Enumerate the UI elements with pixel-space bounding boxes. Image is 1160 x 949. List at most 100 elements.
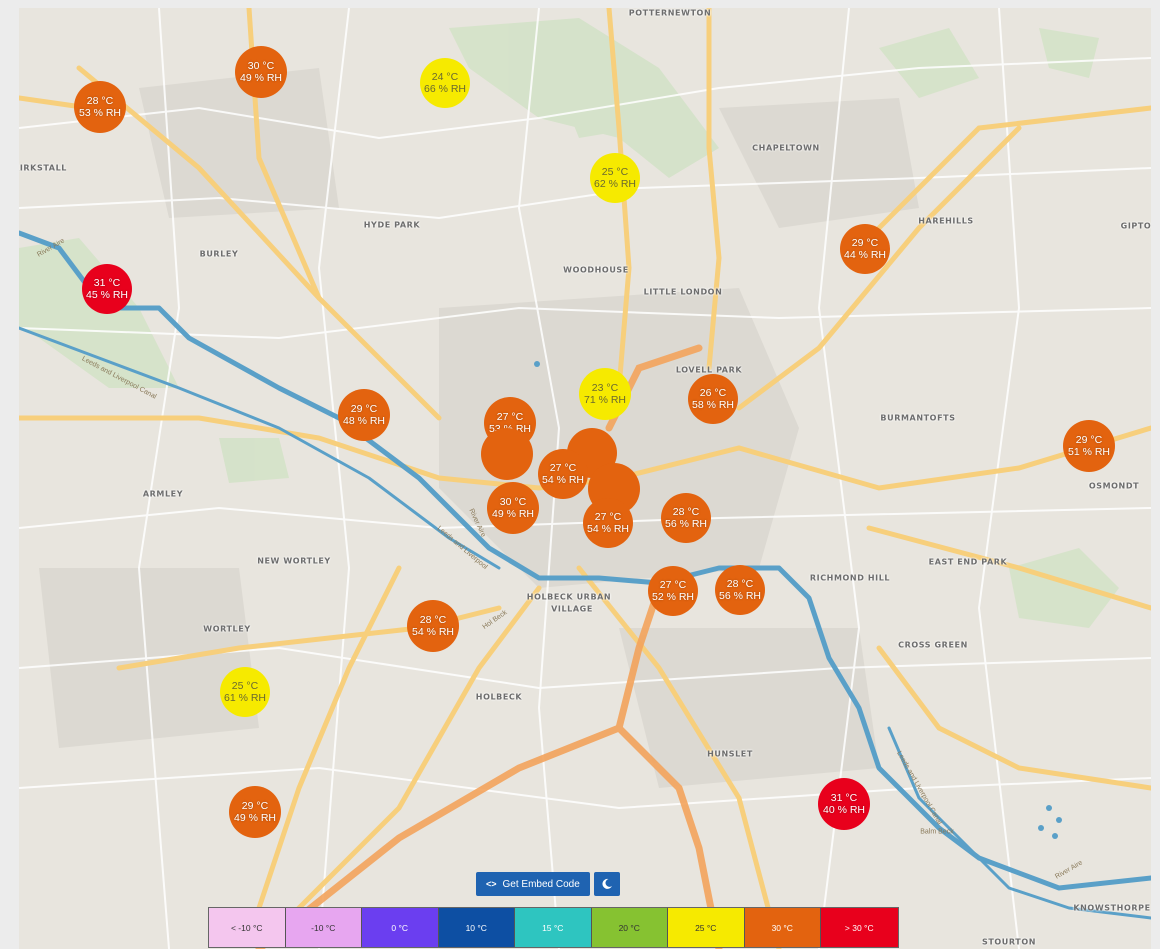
place-label: WOODHOUSE — [563, 265, 629, 275]
sensor-temperature: 28 °C — [726, 578, 754, 590]
sensor-temperature: 24 °C — [431, 71, 459, 83]
sensor-humidity: 53 % RH — [78, 107, 121, 119]
legend-item: 15 °C — [515, 908, 592, 947]
legend-item: 10 °C — [438, 908, 515, 947]
sensor-humidity: 45 % RH — [85, 289, 128, 301]
sensor-humidity: 44 % RH — [843, 249, 886, 261]
place-label: KIRKSTALL — [19, 163, 67, 173]
basemap — [19, 8, 1151, 949]
sensor-humidity: 54 % RH — [541, 474, 584, 486]
sensor-temperature: 28 °C — [419, 614, 447, 626]
moon-icon — [602, 878, 612, 889]
sensor-humidity: 48 % RH — [342, 415, 385, 427]
sensor-humidity: 49 % RH — [239, 72, 282, 84]
map-view[interactable]: POTTERNEWTONKIRKSTALLCHAPELTOWNHAREHILLS… — [19, 8, 1151, 949]
sensor-temperature: 25 °C — [231, 680, 259, 692]
legend-item: -10 °C — [285, 908, 362, 947]
place-label: WORTLEY — [203, 624, 251, 634]
place-label: BURLEY — [199, 249, 239, 259]
legend-item: < -10 °C — [209, 908, 286, 947]
sensor-temperature: 25 °C — [601, 166, 629, 178]
sensor-temperature: 29 °C — [851, 237, 879, 249]
place-label: HUNSLET — [707, 749, 753, 759]
sensor-humidity: 49 % RH — [233, 812, 276, 824]
place-label: GIPTO — [1120, 221, 1151, 231]
place-label: POTTERNEWTON — [628, 8, 712, 18]
get-embed-code-button[interactable]: <> Get Embed Code — [476, 872, 590, 896]
legend-item: > 30 °C — [821, 908, 898, 947]
place-label: CROSS GREEN — [898, 640, 968, 650]
sensor-temperature: 30 °C — [499, 496, 527, 508]
place-label: BURMANTOFTS — [880, 413, 956, 423]
waterway-label: Balm Beck — [920, 828, 954, 836]
place-label: NEW WORTLEY — [257, 556, 331, 566]
dark-mode-toggle-button[interactable] — [593, 872, 620, 896]
legend-item: 0 °C — [362, 908, 439, 947]
place-label: STOURTON — [981, 937, 1037, 947]
sensor-humidity: 54 % RH — [411, 626, 454, 638]
embed-button-label: Get Embed Code — [502, 878, 580, 890]
code-icon: <> — [486, 879, 497, 889]
sensor-temperature: 31 °C — [830, 792, 858, 804]
place-label: KNOWSTHORPE — [1073, 903, 1151, 913]
place-label: VILLAGE — [551, 604, 593, 614]
sensor-temperature: 31 °C — [93, 277, 121, 289]
sensor-temperature: 28 °C — [672, 506, 700, 518]
sensor-temperature: 27 °C — [659, 579, 687, 591]
sensor-humidity: 66 % RH — [423, 83, 466, 95]
place-label: CHAPELTOWN — [752, 143, 820, 153]
place-label: HYDE PARK — [363, 220, 421, 230]
sensor-temperature: 29 °C — [1075, 434, 1103, 446]
place-label: LITTLE LONDON — [643, 287, 723, 297]
sensor-humidity: 56 % RH — [718, 590, 761, 602]
place-label: ARMLEY — [142, 489, 184, 499]
sensor-temperature: 23 °C — [591, 382, 619, 394]
sensor-temperature: 30 °C — [247, 60, 275, 72]
sensor-humidity: 71 % RH — [583, 394, 626, 406]
place-label: OSMONDT — [1088, 481, 1140, 491]
legend-item: 25 °C — [668, 908, 745, 947]
sensor-humidity: 56 % RH — [664, 518, 707, 530]
sensor-humidity: 40 % RH — [822, 804, 865, 816]
sensor-humidity: 52 % RH — [651, 591, 694, 603]
legend-item: 30 °C — [744, 908, 821, 947]
sensor-temperature: 29 °C — [241, 800, 269, 812]
place-label: LOVELL PARK — [675, 365, 743, 375]
place-label: HOLBECK URBAN — [526, 592, 612, 602]
sensor-humidity: 61 % RH — [223, 692, 266, 704]
sensor-temperature: 27 °C — [594, 511, 622, 523]
sensor-temperature: 27 °C — [496, 411, 524, 423]
sensor-temperature: 27 °C — [549, 462, 577, 474]
place-label: RICHMOND HILL — [809, 573, 891, 583]
place-label: EAST END PARK — [928, 557, 1008, 567]
legend-item: 20 °C — [591, 908, 668, 947]
sensor-marker[interactable] — [481, 428, 533, 480]
sensor-humidity: 49 % RH — [491, 508, 534, 520]
sensor-temperature: 28 °C — [86, 95, 114, 107]
sensor-temperature: 26 °C — [699, 387, 727, 399]
sensor-temperature: 29 °C — [350, 403, 378, 415]
sensor-humidity: 62 % RH — [593, 178, 636, 190]
place-label: HOLBECK — [475, 692, 523, 702]
